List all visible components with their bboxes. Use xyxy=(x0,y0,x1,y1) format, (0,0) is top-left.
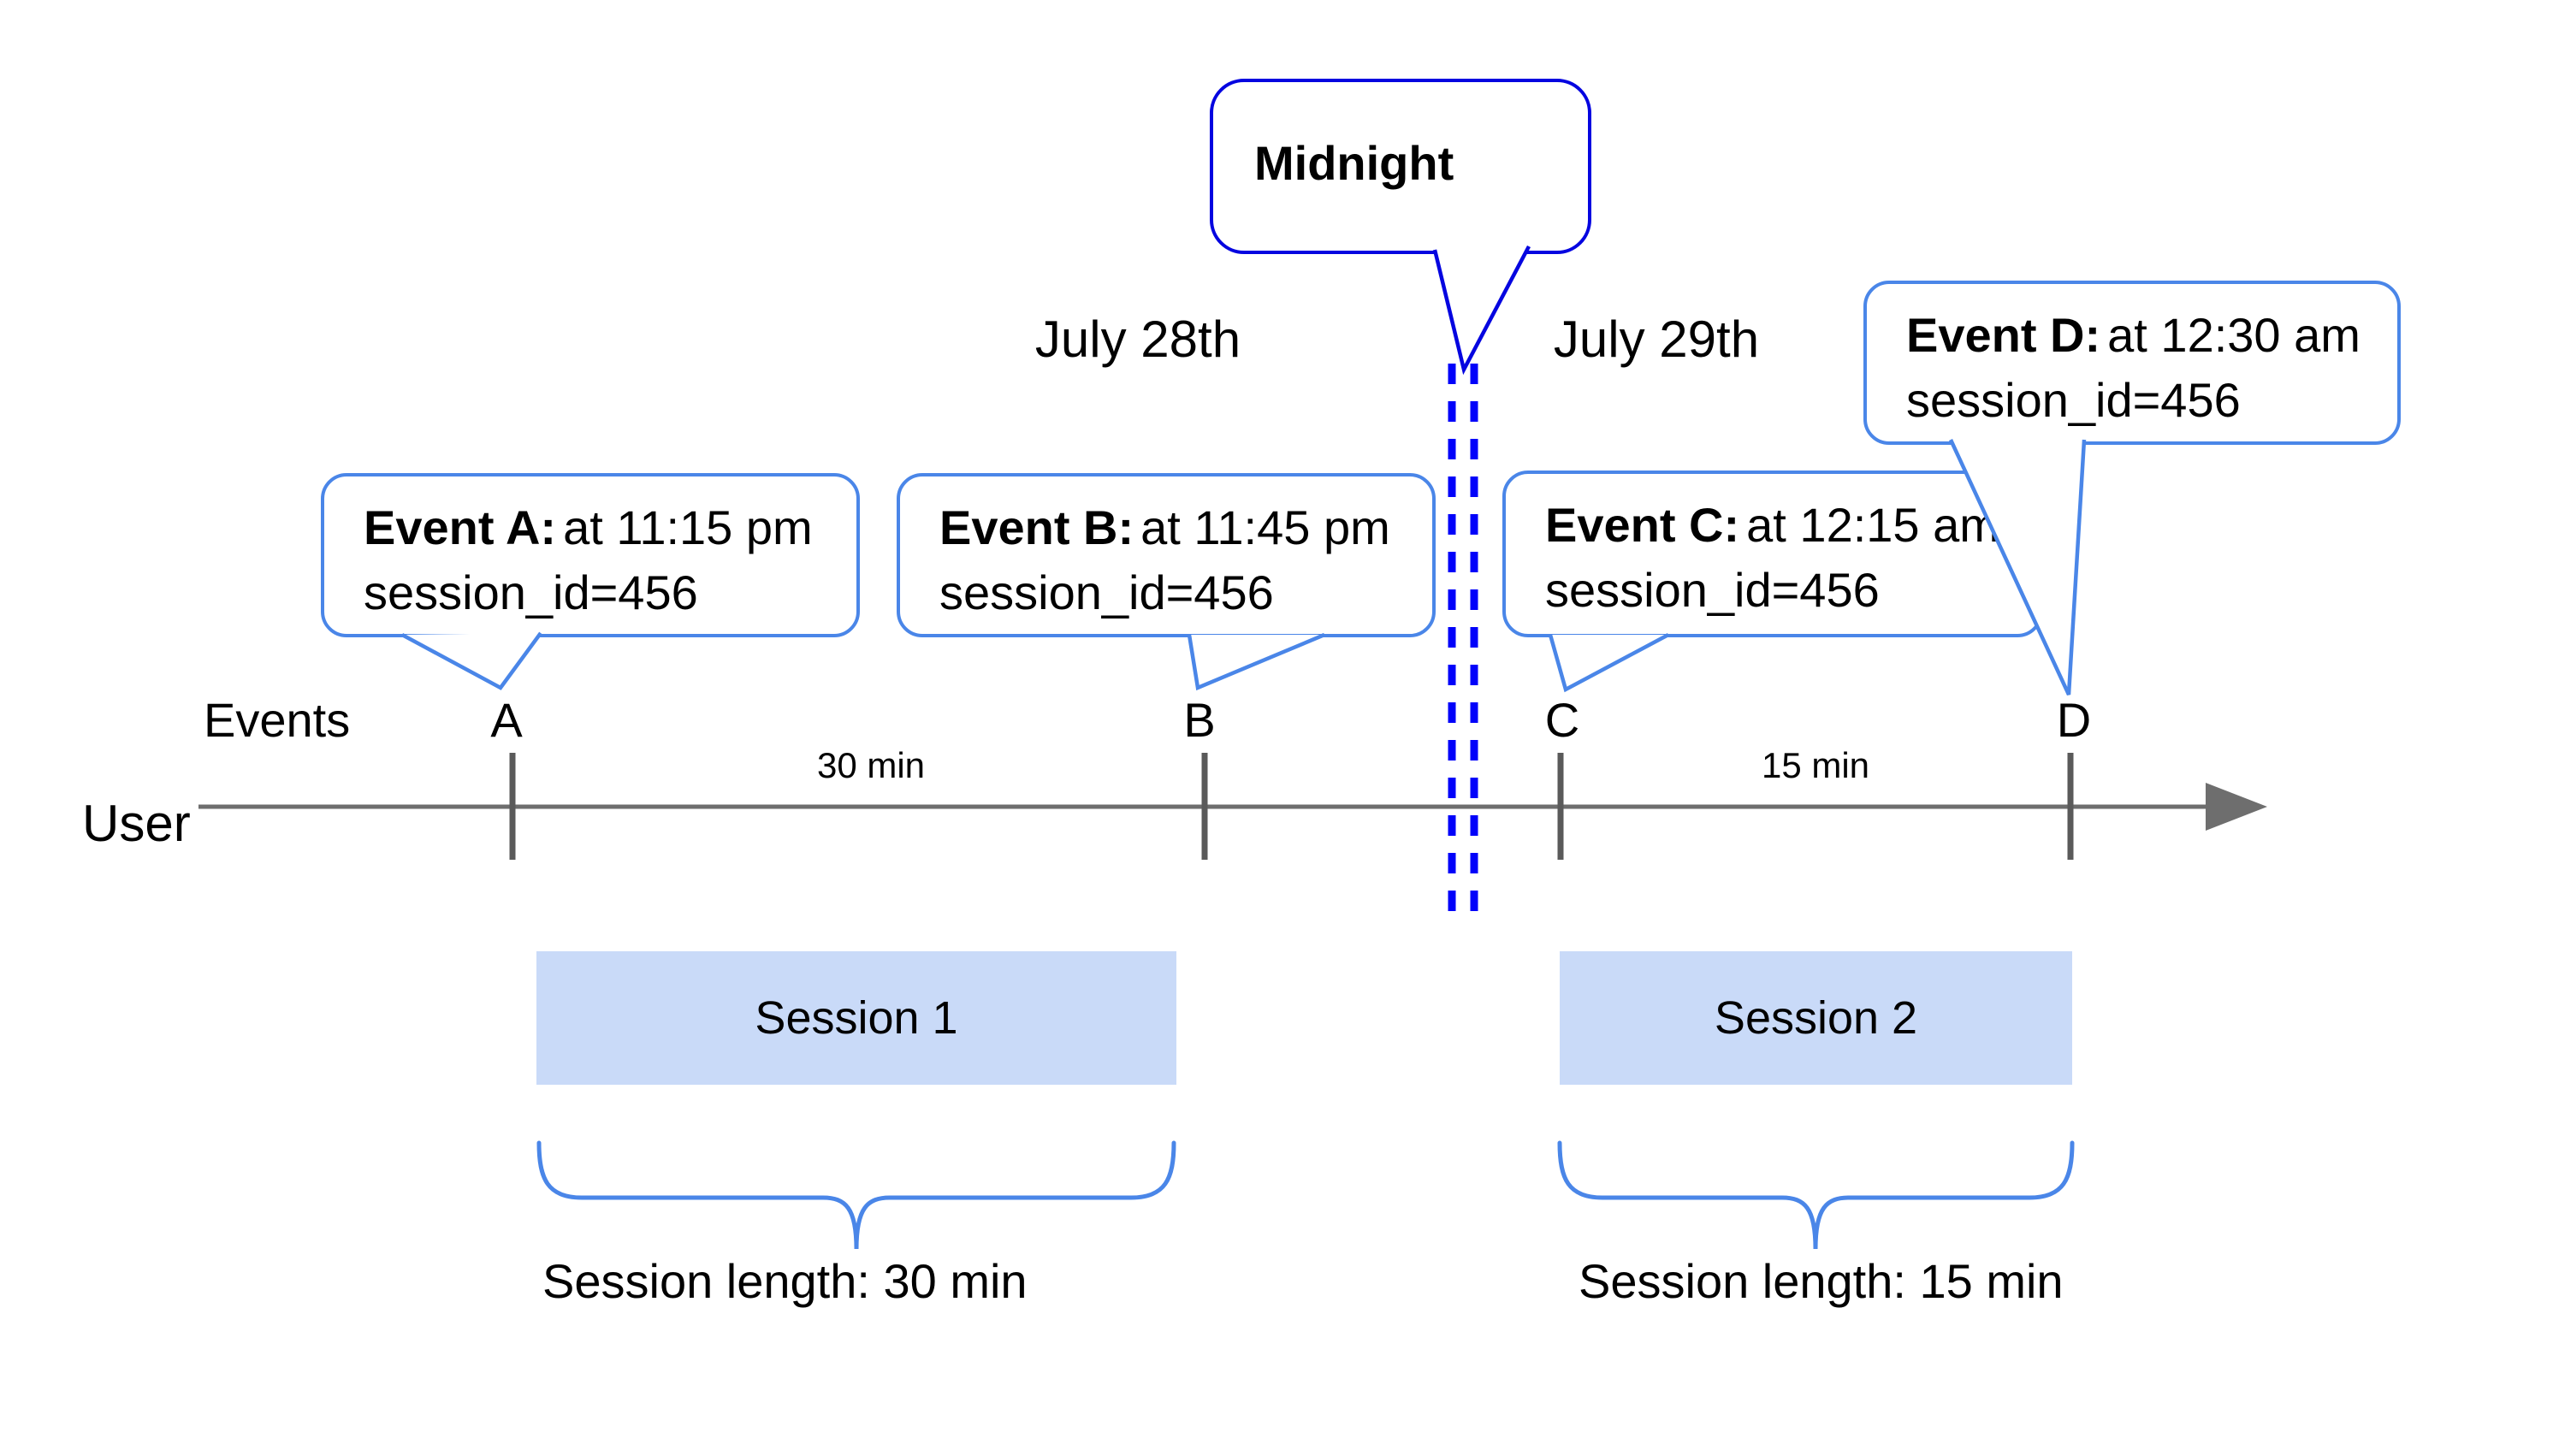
event-b-time: at 11:45 pm xyxy=(1140,500,1390,554)
session-2-brace xyxy=(1557,1140,2075,1250)
gap-15min-label: 15 min xyxy=(1761,745,1870,785)
event-b-callout: Event B:at 11:45 pm session_id=456 xyxy=(897,473,1436,637)
event-b-title: Event B: xyxy=(939,500,1134,554)
event-c-line1: Event C:at 12:15 am xyxy=(1545,493,2014,558)
session-1-bar: Session 1 xyxy=(536,951,1176,1085)
midnight-callout: Midnight xyxy=(1210,79,1591,254)
event-a-tail xyxy=(400,631,542,690)
event-a-tail-fill xyxy=(402,633,541,688)
midnight-tail-fill xyxy=(1435,246,1529,370)
event-b-session: session_id=456 xyxy=(939,565,1274,619)
event-a-session: session_id=456 xyxy=(364,565,698,619)
event-c-letter: C xyxy=(1544,693,1580,747)
user-row-label: User xyxy=(82,795,191,852)
event-d-callout: Event D:at 12:30 am session_id=456 xyxy=(1863,281,2401,445)
event-b-letter: B xyxy=(1183,693,1216,747)
event-a-title: Event A: xyxy=(364,500,557,554)
event-b-tail xyxy=(1187,632,1325,691)
session-1-brace xyxy=(536,1140,1176,1250)
events-row-label: Events xyxy=(204,693,351,747)
event-d-time: at 12:30 am xyxy=(2107,308,2360,362)
event-b-line1: Event B:at 11:45 pm xyxy=(939,495,1407,560)
event-a-line1: Event A:at 11:15 pm xyxy=(364,495,831,560)
session-1-length-label: Session length: 30 min xyxy=(542,1254,1028,1308)
event-c-time: at 12:15 am xyxy=(1746,498,1999,552)
event-d-session: session_id=456 xyxy=(1906,373,2241,427)
timeline-arrowhead xyxy=(2206,783,2267,831)
event-d-title: Event D: xyxy=(1906,308,2101,362)
event-b-tail-fill xyxy=(1189,635,1324,688)
event-a-time: at 11:15 pm xyxy=(563,500,813,554)
midnight-label: Midnight xyxy=(1254,136,1454,190)
event-c-session: session_id=456 xyxy=(1545,563,1880,617)
day-label-july-29: July 29th xyxy=(1553,311,1760,368)
event-d-line1: Event D:at 12:30 am xyxy=(1906,303,2372,368)
event-d-letter: D xyxy=(2056,693,2092,747)
event-a-letter: A xyxy=(490,693,523,747)
event-c-tail-fill xyxy=(1550,635,1668,690)
event-a-callout: Event A:at 11:15 pm session_id=456 xyxy=(321,473,860,637)
event-c-callout: Event C:at 12:15 am session_id=456 xyxy=(1502,471,2043,637)
session-2-bar: Session 2 xyxy=(1560,951,2072,1085)
gap-30min-label: 30 min xyxy=(816,745,926,785)
day-label-july-28: July 28th xyxy=(1034,311,1241,368)
event-c-title: Event C: xyxy=(1545,498,1740,552)
event-c-tail xyxy=(1548,633,1670,693)
session-1-label: Session 1 xyxy=(755,992,958,1044)
session-2-length-label: Session length: 15 min xyxy=(1579,1254,2064,1308)
session-2-label: Session 2 xyxy=(1714,992,1918,1044)
midnight-tail xyxy=(1432,245,1531,376)
